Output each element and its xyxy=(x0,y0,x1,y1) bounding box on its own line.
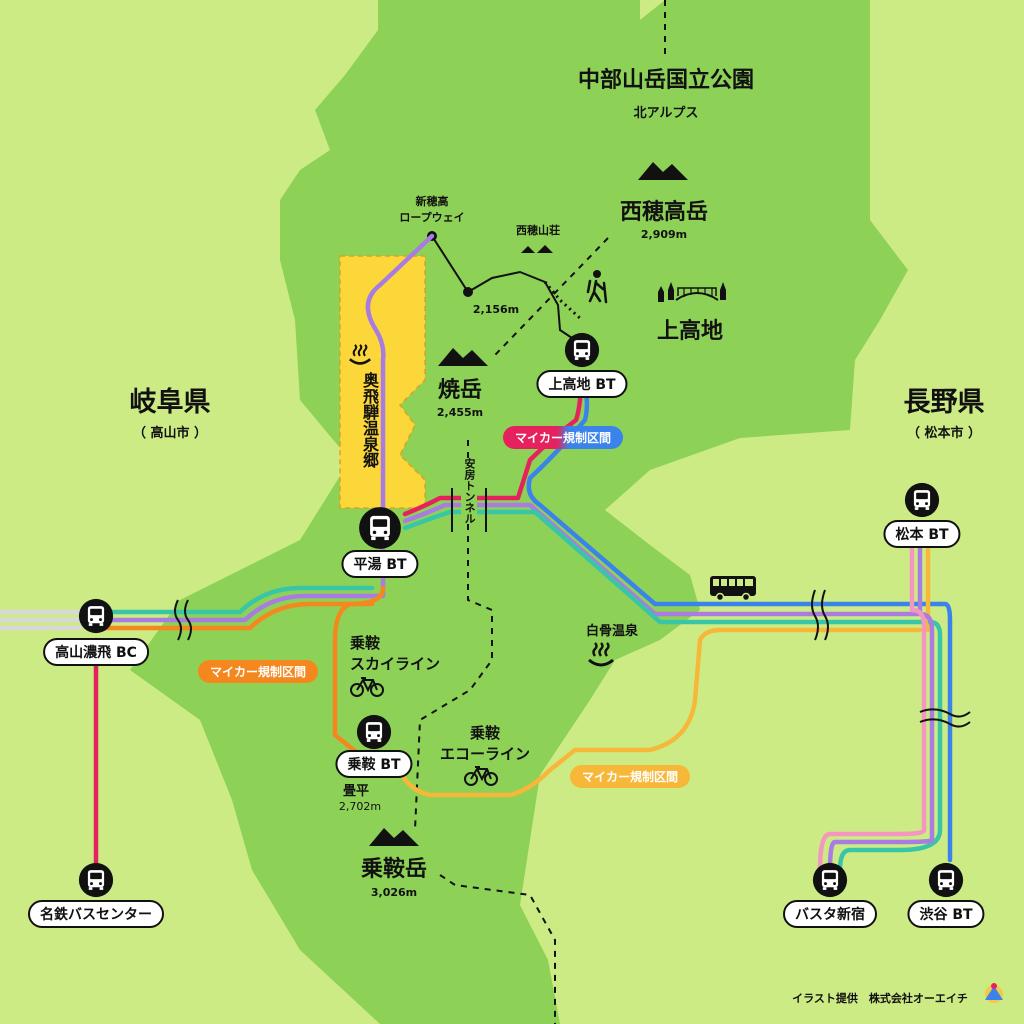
park-subtitle: 北アルプス xyxy=(633,106,699,121)
prefecture-nagano: 長野県 xyxy=(903,387,985,418)
bus-stop-icon xyxy=(564,332,600,368)
bus-icon xyxy=(710,576,756,602)
restriction-badge-echoline: マイカー規制区間 xyxy=(569,765,691,788)
prefecture-nagano-city: （ 松本市 ） xyxy=(906,426,982,441)
restriction-badge-kamikochi: マイカー規制区間 xyxy=(502,426,624,449)
trails xyxy=(414,0,666,1024)
hut-icon xyxy=(521,245,553,253)
hiker-icon xyxy=(586,270,608,304)
bus-stop-icon xyxy=(356,714,392,750)
bus-stop-icon xyxy=(812,862,848,898)
credit-logo xyxy=(985,983,1003,1003)
park-title: 中部山岳国立公園 xyxy=(577,68,755,93)
station-takayama-bc[interactable]: 高山濃飛 BC xyxy=(43,638,149,666)
station-norikura-bt[interactable]: 乗鞍 BT xyxy=(335,750,413,778)
route-norikura-echoline: 乗鞍 エコーライン xyxy=(440,724,531,763)
ropeway-top-elev: 2,156m xyxy=(472,303,520,316)
restriction-badge-skyline: マイカー規制区間 xyxy=(197,660,319,683)
place-shinhotaka-ropeway: 新穂高 ロープウェイ xyxy=(399,195,465,224)
station-matsumoto-bt[interactable]: 松本 BT xyxy=(883,520,961,548)
bus-stop-icon xyxy=(904,482,940,518)
credit-text: イラスト提供 株式会社オーエイチ xyxy=(792,992,968,1005)
place-tatamidaira-elev: 2,702m xyxy=(338,800,382,813)
mountain-elev-norikura: 3,026m xyxy=(370,886,418,899)
station-meitetsu-bus-center[interactable]: 名鉄バスセンター xyxy=(28,900,164,928)
place-tatamidaira: 畳平 xyxy=(342,784,370,799)
station-kamikochi-bt[interactable]: 上高地 BT xyxy=(536,370,628,398)
mountain-name-yakedake: 焼岳 xyxy=(437,378,483,403)
place-abo-tunnel: 安房トンネル xyxy=(461,458,477,524)
bus-stop-icon xyxy=(78,598,114,634)
mountain-name-norikura: 乗鞍岳 xyxy=(360,857,428,882)
mountain-name-nishihotaka: 西穂高岳 xyxy=(619,200,709,225)
bridge-icon xyxy=(658,282,726,302)
place-okuhida-onsen: 奥飛騨温泉郷 xyxy=(360,372,379,468)
mountain-elev-yakedake: 2,455m xyxy=(436,406,484,419)
station-shibuya-bt[interactable]: 渋谷 BT xyxy=(907,900,985,928)
bus-stop-icon xyxy=(928,862,964,898)
bus-stop-icon xyxy=(78,862,114,898)
place-kamikochi: 上高地 xyxy=(656,319,724,344)
place-nishiho-sanso: 西穂山荘 xyxy=(516,224,560,237)
routes xyxy=(0,233,953,873)
place-shirahone: 白骨温泉 xyxy=(585,624,639,639)
bus-stop-icon xyxy=(359,507,401,549)
station-busta-shinjuku[interactable]: バスタ新宿 xyxy=(783,900,877,928)
prefecture-gifu: 岐阜県 xyxy=(129,387,211,418)
mountain-elev-nishihotaka: 2,909m xyxy=(640,228,688,241)
station-hirayu-bt[interactable]: 平湯 BT xyxy=(341,550,419,578)
prefecture-gifu-city: （ 高山市 ） xyxy=(132,426,208,441)
route-norikura-skyline: 乗鞍 スカイライン xyxy=(350,634,441,673)
